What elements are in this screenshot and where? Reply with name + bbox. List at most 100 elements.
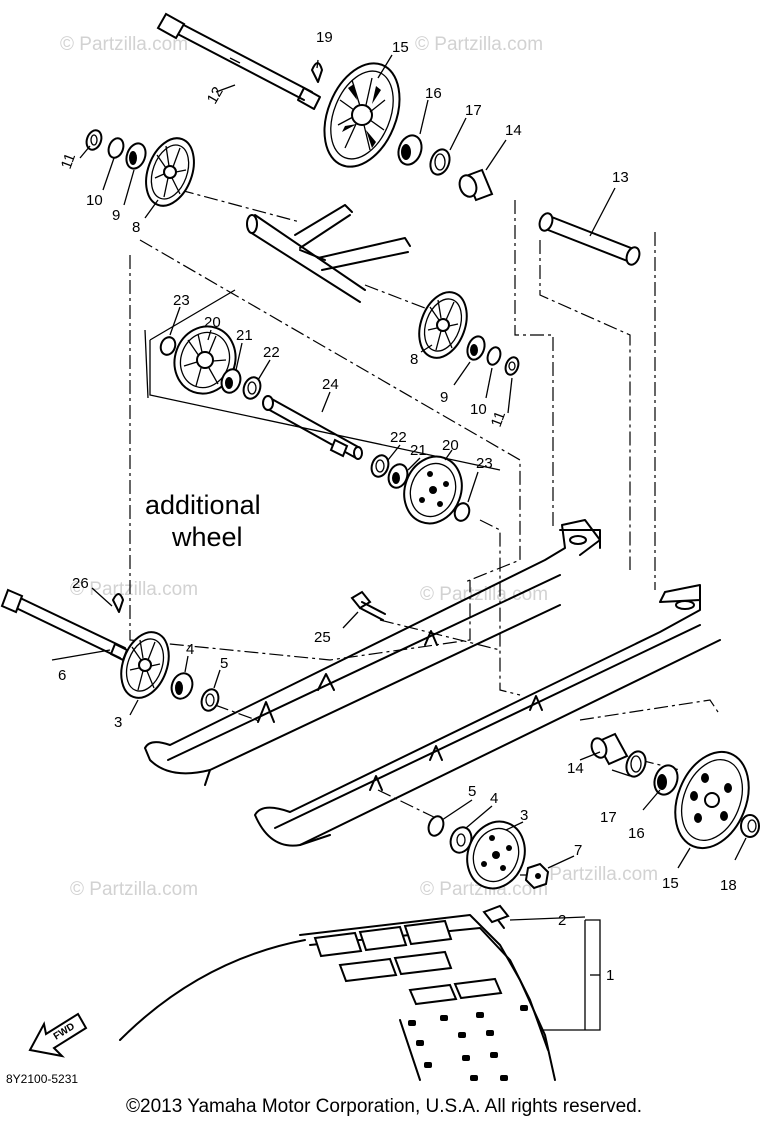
- assembly-lines: [129, 189, 721, 876]
- wheel-20-inset-right: [403, 455, 463, 525]
- diagram-code: 8Y2100-5231: [6, 1072, 78, 1086]
- collar-13: [538, 212, 641, 266]
- circlip-10-right: [486, 346, 502, 366]
- collar-14-top: [458, 168, 494, 202]
- track-1: [119, 914, 556, 1081]
- callout-11: 11: [488, 409, 509, 429]
- cross-shaft-arm: [246, 204, 411, 303]
- inset-frame: [144, 289, 501, 471]
- rear-axle-12: [156, 12, 321, 110]
- cotter-pin-19: [311, 62, 323, 83]
- wheel-15-bottom: [674, 750, 750, 850]
- callout-1: 1: [606, 967, 614, 984]
- callout-14: 14: [567, 760, 584, 777]
- callout-23: 23: [476, 455, 493, 472]
- cap-18: [740, 814, 760, 838]
- nut-11-right: [504, 356, 520, 376]
- callout-17: 17: [600, 809, 617, 826]
- callout-20: 20: [204, 314, 221, 331]
- collar-22-inset-left: [242, 376, 262, 400]
- wheel-8-right: [418, 291, 468, 359]
- callout-6: 6: [58, 667, 66, 684]
- callout-22: 22: [390, 429, 407, 446]
- callout-2: 2: [558, 912, 566, 929]
- watermark: © Partzilla.com: [60, 34, 188, 55]
- fwd-arrow-icon: FWD: [28, 1012, 88, 1058]
- callout-26: 26: [72, 575, 89, 592]
- callout-17: 17: [465, 102, 482, 119]
- callout-16: 16: [628, 825, 645, 842]
- clip-2: [482, 904, 510, 929]
- callout-19: 19: [316, 29, 333, 46]
- wheel-3-left: [120, 631, 170, 699]
- callout-11: 11: [58, 151, 79, 171]
- circlip-5-left: [200, 688, 220, 712]
- cotter-pin-26: [112, 593, 124, 613]
- bearing-9-top-left: [125, 142, 147, 170]
- callout-5: 5: [220, 655, 228, 672]
- watermark: © Partzilla.com: [420, 879, 548, 900]
- bearing-21-inset-left: [220, 368, 242, 394]
- nut-23-inset-left: [159, 336, 177, 356]
- callout-21: 21: [236, 327, 253, 344]
- callout-9: 9: [112, 207, 120, 224]
- inset-caption-line2: wheel: [171, 522, 243, 552]
- bearing-21-inset-right: [387, 463, 409, 489]
- bearing-4-left: [170, 672, 194, 700]
- bearing-16-top: [397, 134, 423, 166]
- callout-4: 4: [186, 641, 194, 658]
- collar-22-inset-right: [370, 454, 390, 478]
- watermark: © Partzilla.com: [415, 34, 543, 55]
- callout-25: 25: [314, 629, 331, 646]
- nut-11-top-left: [85, 129, 103, 151]
- callout-23: 23: [173, 292, 190, 309]
- watermark: © Partzilla.com: [530, 864, 658, 885]
- leader-lines: [51, 54, 747, 1031]
- circlip-5-right: [427, 815, 445, 837]
- collar-14-bottom: [590, 732, 629, 766]
- callout-14: 14: [505, 122, 522, 139]
- callout-9: 9: [440, 389, 448, 406]
- callout-7: 7: [574, 842, 582, 859]
- callout-15: 15: [392, 39, 409, 56]
- callout-12: 12: [204, 84, 227, 107]
- watermark: © Partzilla.com: [420, 584, 548, 605]
- bearing-16-bottom: [653, 764, 679, 796]
- circlip-17-bottom: [625, 750, 647, 778]
- callout-3: 3: [114, 714, 122, 731]
- slide-rail-right: [254, 584, 721, 847]
- circlip-17-top: [429, 148, 451, 176]
- callout-15: 15: [662, 875, 679, 892]
- inset-caption-line1: additional: [145, 490, 261, 520]
- slide-rail-left: [144, 519, 601, 786]
- callout-22: 22: [263, 344, 280, 361]
- callout-20: 20: [442, 437, 459, 454]
- callout-3: 3: [520, 807, 528, 824]
- circlip-10-top-left: [107, 137, 125, 159]
- callouts: 19 15 16 17 14 13 12 11 10 9 8 8 9 10 11…: [58, 29, 737, 984]
- nut-23-inset-right: [453, 502, 471, 522]
- callout-10: 10: [470, 401, 487, 418]
- callout-5: 5: [468, 783, 476, 800]
- callout-24: 24: [322, 376, 339, 393]
- wheel-3-right: [466, 820, 526, 890]
- bolt-25: [350, 590, 386, 621]
- nut-7: [524, 862, 550, 890]
- callout-21: 21: [410, 442, 427, 459]
- copyright-footer: ©2013 Yamaha Motor Corporation, U.S.A. A…: [126, 1096, 642, 1117]
- wheel-8-top-left: [145, 137, 195, 207]
- front-axle-6: [0, 588, 128, 661]
- watermark: © Partzilla.com: [70, 579, 198, 600]
- callout-4: 4: [490, 790, 498, 807]
- bearing-9-right: [466, 335, 486, 361]
- callout-8: 8: [410, 351, 418, 368]
- callout-16: 16: [425, 85, 442, 102]
- callout-10: 10: [86, 192, 103, 209]
- callout-18: 18: [720, 877, 737, 894]
- callout-8: 8: [132, 219, 140, 236]
- axle-24: [262, 395, 363, 460]
- callout-13: 13: [612, 169, 629, 186]
- watermarks: © Partzilla.com © Partzilla.com © Partzi…: [60, 34, 658, 900]
- watermark: © Partzilla.com: [70, 879, 198, 900]
